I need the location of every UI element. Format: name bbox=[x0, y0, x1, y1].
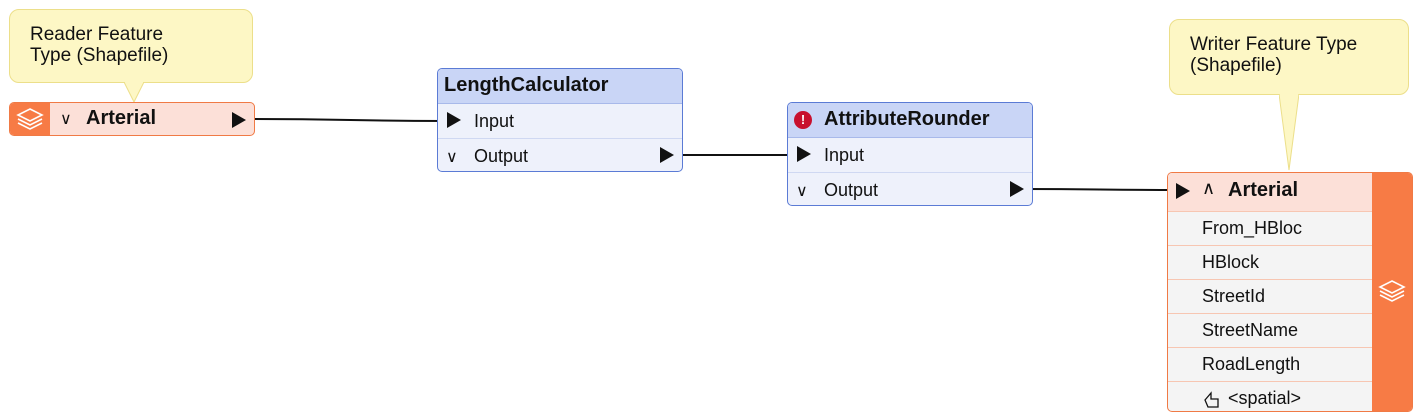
writer-attribute-row[interactable]: StreetName bbox=[1168, 313, 1372, 347]
length-calculator-transformer[interactable]: LengthCalculator Input ∨ Output bbox=[437, 68, 683, 172]
error-icon[interactable]: ! bbox=[794, 111, 812, 129]
layers-icon bbox=[1378, 280, 1406, 302]
writer-attribute-label: StreetName bbox=[1202, 320, 1299, 340]
reader-output-port[interactable] bbox=[232, 112, 246, 128]
chevron-down-icon[interactable]: ∨ bbox=[446, 149, 458, 166]
writer-header[interactable]: ∧ Arterial bbox=[1168, 173, 1372, 211]
input-arrow-icon bbox=[447, 112, 461, 128]
input-arrow-icon bbox=[797, 146, 811, 162]
attribute-rounder-header[interactable]: ! AttributeRounder bbox=[788, 103, 1032, 138]
layers-icon bbox=[10, 103, 50, 135]
reader-callout-line1: Reader Feature bbox=[30, 24, 164, 45]
chevron-down-icon[interactable]: ∨ bbox=[796, 183, 808, 200]
geometry-icon bbox=[1204, 391, 1219, 408]
writer-title: Arterial bbox=[1228, 179, 1299, 201]
attribute-rounder-title: AttributeRounder bbox=[824, 108, 990, 130]
writer-attribute-row[interactable]: HBlock bbox=[1168, 245, 1372, 279]
writer-attribute-label: RoadLength bbox=[1202, 354, 1301, 374]
writer-callout-line2: (Shapefile) bbox=[1190, 55, 1282, 76]
writer-callout-tail bbox=[1279, 94, 1299, 171]
writer-feature-type[interactable]: ∧ Arterial From_HBloc HBlock StreetId St… bbox=[1167, 172, 1413, 412]
attribute-rounder-transformer[interactable]: ! AttributeRounder Input ∨ Output bbox=[787, 102, 1033, 206]
length-calculator-input-port[interactable]: Input bbox=[438, 104, 682, 139]
attribute-rounder-output-port[interactable]: ∨ Output bbox=[788, 173, 1032, 205]
reader-callout-line2: Type (Shapefile) bbox=[30, 45, 169, 66]
length-calculator-header[interactable]: LengthCalculator bbox=[438, 69, 682, 104]
writer-attribute-label: StreetId bbox=[1202, 286, 1266, 306]
attribute-rounder-input-port[interactable]: Input bbox=[788, 138, 1032, 173]
chevron-down-icon[interactable]: ∨ bbox=[60, 111, 72, 128]
length-calculator-input-label: Input bbox=[474, 111, 515, 131]
writer-attribute-row-spatial[interactable]: <spatial> bbox=[1168, 381, 1372, 411]
length-calculator-output-port[interactable]: ∨ Output bbox=[438, 139, 682, 171]
chevron-up-icon[interactable]: ∧ bbox=[1202, 178, 1216, 198]
writer-attribute-row[interactable]: From_HBloc bbox=[1168, 211, 1372, 245]
reader-callout: Reader Feature Type (Shapefile) bbox=[9, 9, 253, 83]
reader-title: Arterial bbox=[86, 107, 157, 129]
writer-attribute-label: HBlock bbox=[1202, 252, 1260, 272]
writer-side-bar bbox=[1372, 173, 1412, 411]
connection-rounder-to-writer bbox=[1021, 188, 1179, 191]
attribute-rounder-input-label: Input bbox=[824, 145, 865, 165]
output-arrow-icon[interactable] bbox=[660, 147, 674, 163]
reader-callout-tail bbox=[124, 82, 144, 104]
writer-attribute-row[interactable]: StreetId bbox=[1168, 279, 1372, 313]
writer-attribute-label: <spatial> bbox=[1228, 388, 1302, 408]
length-calculator-title: LengthCalculator bbox=[444, 74, 609, 96]
attribute-rounder-output-label: Output bbox=[824, 180, 879, 200]
writer-input-port[interactable] bbox=[1176, 183, 1190, 199]
connection-reader-to-length bbox=[245, 118, 447, 122]
writer-attribute-label: From_HBloc bbox=[1202, 218, 1303, 238]
output-arrow-icon[interactable] bbox=[1010, 181, 1024, 197]
writer-callout: Writer Feature Type (Shapefile) bbox=[1169, 19, 1409, 95]
writer-attribute-row[interactable]: RoadLength bbox=[1168, 347, 1372, 381]
reader-feature-type[interactable]: ∨ Arterial bbox=[9, 102, 255, 136]
length-calculator-output-label: Output bbox=[474, 146, 529, 166]
writer-callout-line1: Writer Feature Type bbox=[1190, 34, 1358, 55]
